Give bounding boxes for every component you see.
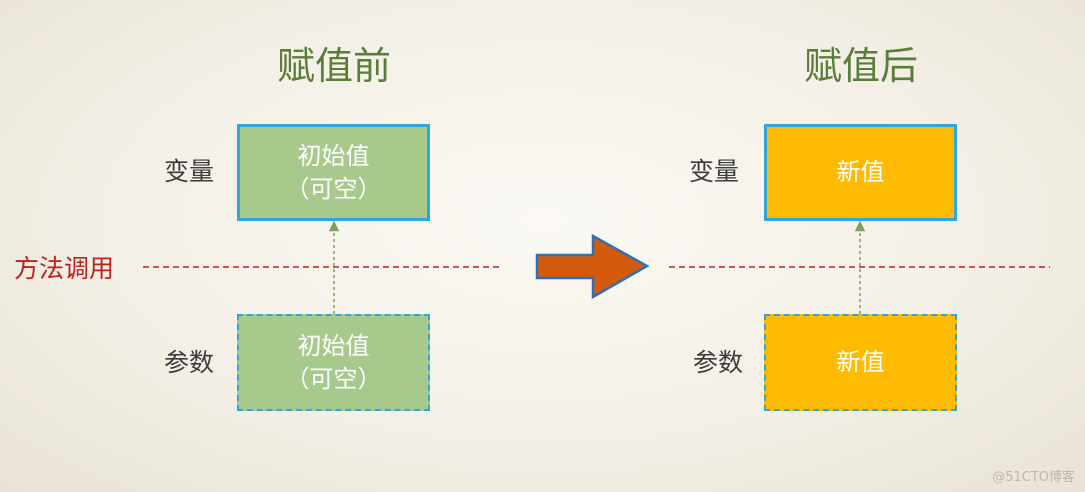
before-variable-box: 初始值 （可空） [237, 124, 430, 221]
after-title: 赋值后 [803, 44, 918, 88]
after-variable-box-text: 新值 [836, 158, 885, 187]
transition-arrow-icon [535, 233, 650, 300]
before-parameter-box: 初始值 （可空） [237, 314, 430, 411]
method-call-label: 方法调用 [14, 254, 115, 283]
after-parameter-box-text: 新值 [836, 348, 885, 377]
after-variable-box: 新值 [764, 124, 957, 221]
before-title: 赋值前 [276, 44, 391, 88]
before-parameter-box-line1: 初始值 [297, 332, 370, 361]
before-variable-box-line2: （可空） [285, 174, 382, 203]
after-parameter-label: 参数 [693, 348, 744, 377]
before-variable-box-line1: 初始值 [297, 142, 370, 171]
before-variable-label: 变量 [164, 157, 215, 186]
after-variable-label: 变量 [689, 157, 740, 186]
after-parameter-box: 新值 [764, 314, 957, 411]
before-parameter-box-line2: （可空） [285, 364, 382, 393]
before-parameter-label: 参数 [164, 348, 215, 377]
watermark: @51CTO博客 [992, 470, 1075, 485]
